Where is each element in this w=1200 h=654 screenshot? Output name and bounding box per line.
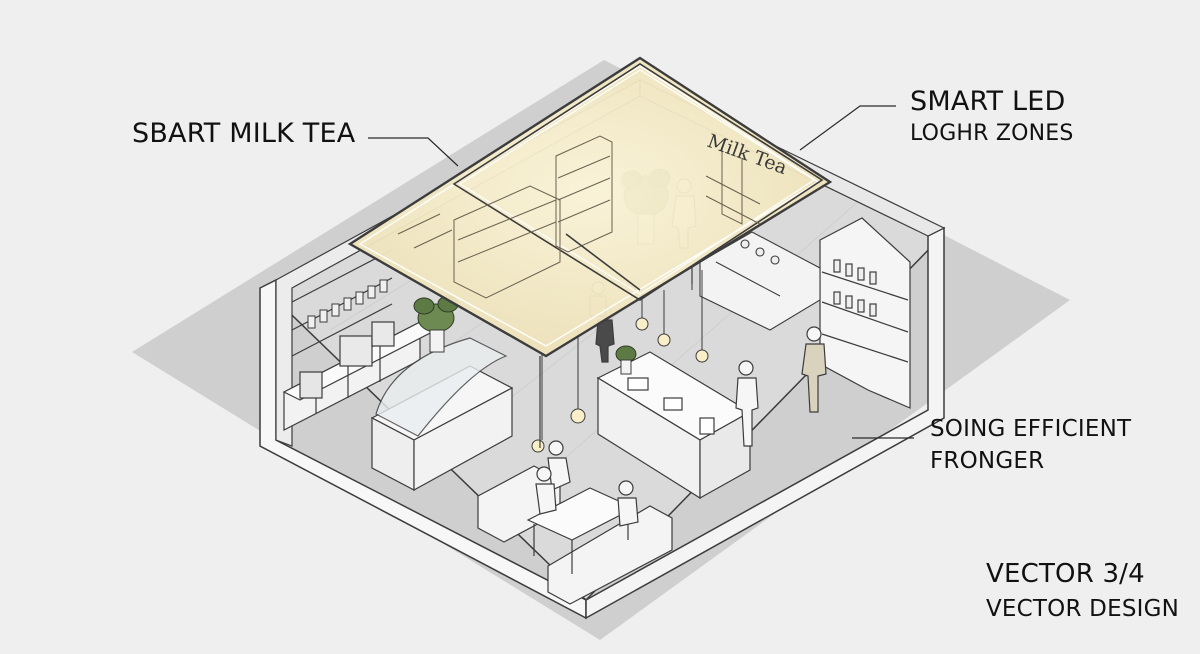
callout-sbart-milk-tea: SBART MILK TEA (132, 118, 355, 149)
shelf-jars-left (307, 279, 388, 329)
smart-led-ceiling-panel (347, 56, 833, 358)
customer-standing-2 (801, 326, 827, 413)
support-posts (539, 266, 693, 448)
pendant-lights (531, 268, 709, 453)
callout-soing-line1: SOING EFFICIENT (930, 416, 1132, 442)
plant-left (413, 295, 459, 353)
checkout-counter (596, 351, 752, 500)
callout-vector-line2: VECTOR DESIGN (986, 595, 1180, 622)
seated-customer-3 (617, 480, 639, 527)
callout-smart-led: SMART LED LOGHR ZONES (910, 86, 1074, 146)
callout-soing-line2: FRONGER (930, 448, 1045, 475)
seated-customer-2 (535, 466, 557, 515)
back-glass-counter (699, 231, 821, 331)
callout-vector-line1: VECTOR 3/4 (986, 559, 1145, 589)
display-case (370, 337, 514, 492)
callout-vector-design: VECTOR 3/4 VECTOR DESIGN (986, 559, 1180, 622)
customer-standing-1 (735, 360, 759, 447)
plant-counter (615, 345, 637, 375)
callout-smart-led-subtitle: LOGHR ZONES (910, 121, 1074, 147)
seated-customer-1 (547, 440, 571, 491)
callout-sbart-text: SBART MILK TEA (132, 118, 356, 149)
callout-soing-efficient: SOING EFFICIENT FRONGER (930, 416, 1131, 475)
callout-smart-led-title: SMART LED (910, 86, 1066, 117)
callout-leaders (368, 105, 914, 439)
